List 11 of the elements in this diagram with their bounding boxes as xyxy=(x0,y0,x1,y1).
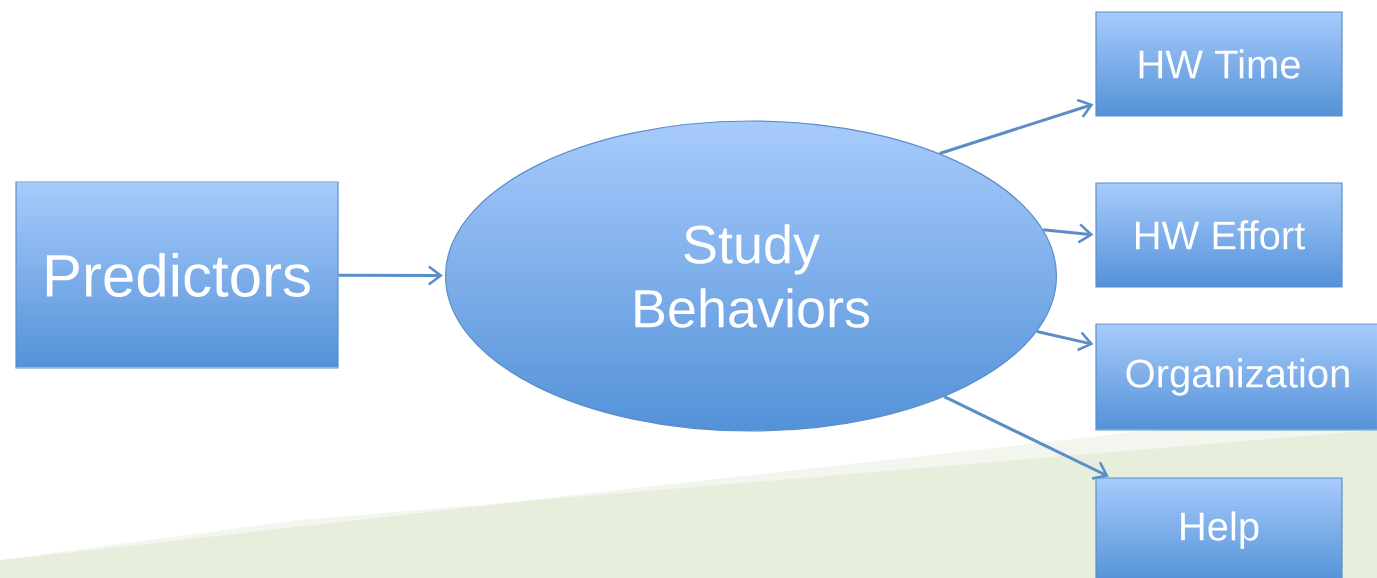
arrow xyxy=(1043,223,1094,244)
process-box: Predictors xyxy=(15,181,339,369)
ellipse-node: Study Behaviors xyxy=(444,120,1058,432)
arrow xyxy=(943,395,1109,480)
process-box: HW Effort xyxy=(1095,182,1343,288)
process-box: Help xyxy=(1095,477,1343,578)
arrow xyxy=(1036,330,1094,352)
arrow xyxy=(939,98,1094,155)
process-box: Organization xyxy=(1095,323,1377,431)
process-box: HW Time xyxy=(1095,11,1343,117)
arrow xyxy=(338,265,443,286)
